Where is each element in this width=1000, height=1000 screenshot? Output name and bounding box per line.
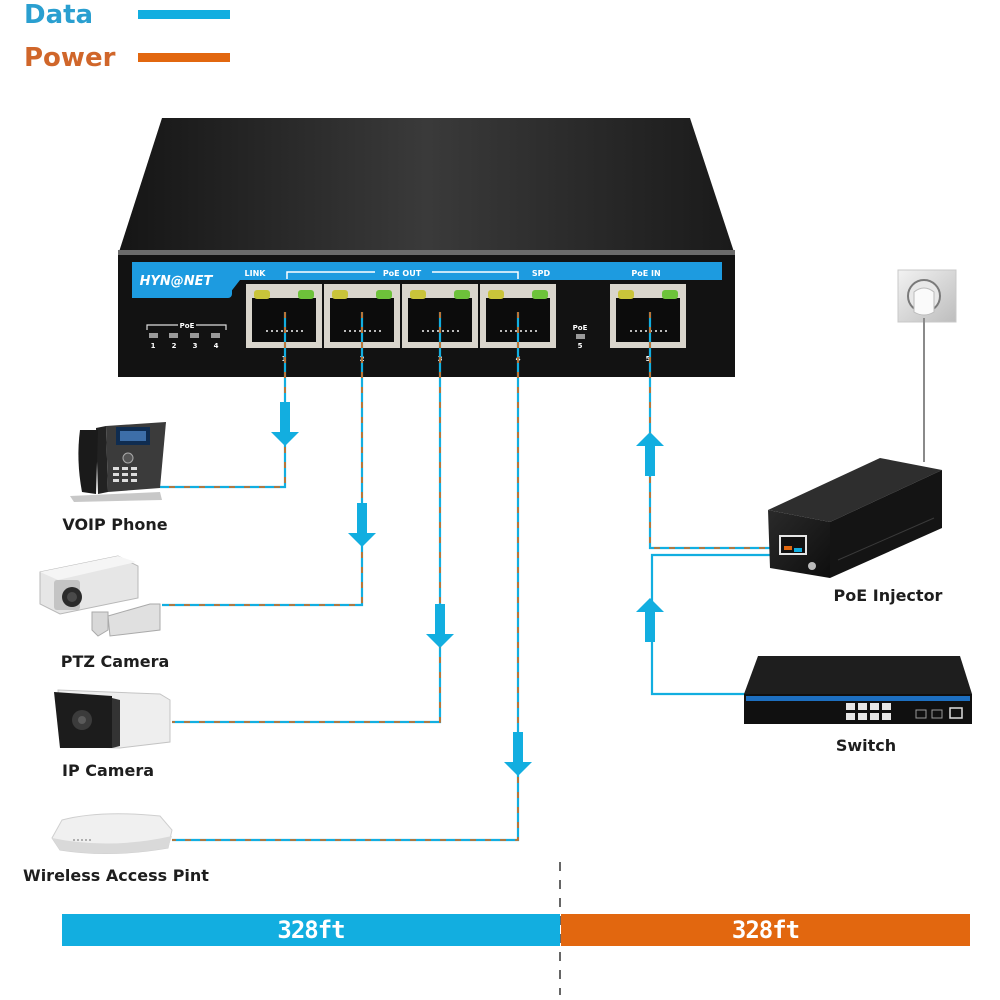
- cable-port-5-injector-power: [649, 312, 780, 549]
- flow-arrows: [271, 402, 664, 776]
- poe-led-number: 1: [151, 342, 156, 350]
- rj45-port-5: 5: [610, 284, 686, 363]
- poe-led-4: [211, 333, 220, 338]
- label-poe-in: PoE IN: [631, 269, 660, 278]
- arrow-down-icon: [271, 402, 299, 446]
- poe-led-1: [149, 333, 158, 338]
- poe-led-5: [576, 334, 585, 339]
- cable-port-1-voip-power: [160, 312, 286, 488]
- arrow-up-icon: [636, 432, 664, 476]
- port-led-speed: [662, 290, 678, 299]
- port-led-speed: [298, 290, 314, 299]
- poe-led-number: 2: [172, 342, 177, 350]
- arrow-down-icon: [426, 604, 454, 648]
- device-label-voip-phone: VOIP Phone: [62, 515, 167, 534]
- arrow-down-icon: [504, 732, 532, 776]
- switch-edge: [118, 250, 735, 255]
- poe-switch: HYN@NET LINK PoE OUT SPD PoE IN PoE 1 2 …: [118, 118, 735, 377]
- distance-label-data: 328ft: [277, 916, 345, 944]
- device-label-switch: Switch: [836, 736, 896, 755]
- poe-led-3: [190, 333, 199, 338]
- cable-port-4-ap: [172, 312, 520, 842]
- poe-led-number: 3: [193, 342, 198, 350]
- poe-led-number: 4: [214, 342, 219, 350]
- distance-bar-power: 328ft: [561, 914, 970, 946]
- wireless-access-point-icon: [51, 813, 173, 855]
- port-number: 5: [646, 355, 651, 363]
- cable-port-3-ipcam-power: [172, 312, 441, 723]
- legend-label-power: Power: [24, 43, 116, 73]
- ptz-camera-icon: [39, 555, 161, 637]
- port-led-link: [254, 290, 270, 299]
- distance-label-power: 328ft: [731, 916, 800, 944]
- port-led-link: [618, 290, 634, 299]
- distance-bar-data: 328ft: [62, 914, 560, 946]
- network-switch-icon: [744, 656, 972, 724]
- poe-group-label: PoE: [180, 322, 195, 330]
- ip-camera-icon: [54, 689, 171, 749]
- device-label-ptz-camera: PTZ Camera: [61, 652, 170, 671]
- poe-out-bracket-left: [286, 271, 375, 279]
- voip-phone-icon: [70, 422, 166, 502]
- port-led-speed: [454, 290, 470, 299]
- poe-led-group: PoE 1 2 3 4: [146, 322, 227, 350]
- port-led-speed: [376, 290, 392, 299]
- poe-led-5-number: 5: [578, 342, 583, 350]
- label-link: LINK: [245, 269, 267, 278]
- label-poe-out: PoE OUT: [383, 269, 422, 278]
- poe-out-bracket-right: [432, 271, 519, 279]
- arrow-down-icon: [348, 503, 376, 547]
- arrow-up-icon: [636, 598, 664, 642]
- poe-5-label: PoE: [573, 324, 588, 332]
- legend-label-data: Data: [24, 0, 94, 30]
- legend-line-power: [138, 53, 230, 62]
- port-led-link: [488, 290, 504, 299]
- switch-top-surface: [118, 118, 735, 255]
- brand-plate: [132, 262, 232, 298]
- port-led-link: [410, 290, 426, 299]
- brand-logo: HYN@NET: [140, 274, 214, 289]
- cable-port-4-ap-power: [172, 312, 519, 841]
- legend-line-data: [138, 10, 230, 19]
- switch-label-strip: [132, 262, 722, 298]
- device-label-wireless-access-point: Wireless Access Pint: [23, 866, 209, 885]
- port-led-speed: [532, 290, 548, 299]
- cables: [160, 312, 780, 842]
- device-label-ip-camera: IP Camera: [62, 761, 154, 780]
- poe-injector-icon: [768, 458, 942, 578]
- device-label-poe-injector: PoE Injector: [834, 586, 943, 605]
- label-spd: SPD: [532, 269, 551, 278]
- poe-led-2: [169, 333, 178, 338]
- port-led-link: [332, 290, 348, 299]
- cable-port-2-ptz: [162, 312, 364, 607]
- wall-outlet-icon: [897, 269, 957, 323]
